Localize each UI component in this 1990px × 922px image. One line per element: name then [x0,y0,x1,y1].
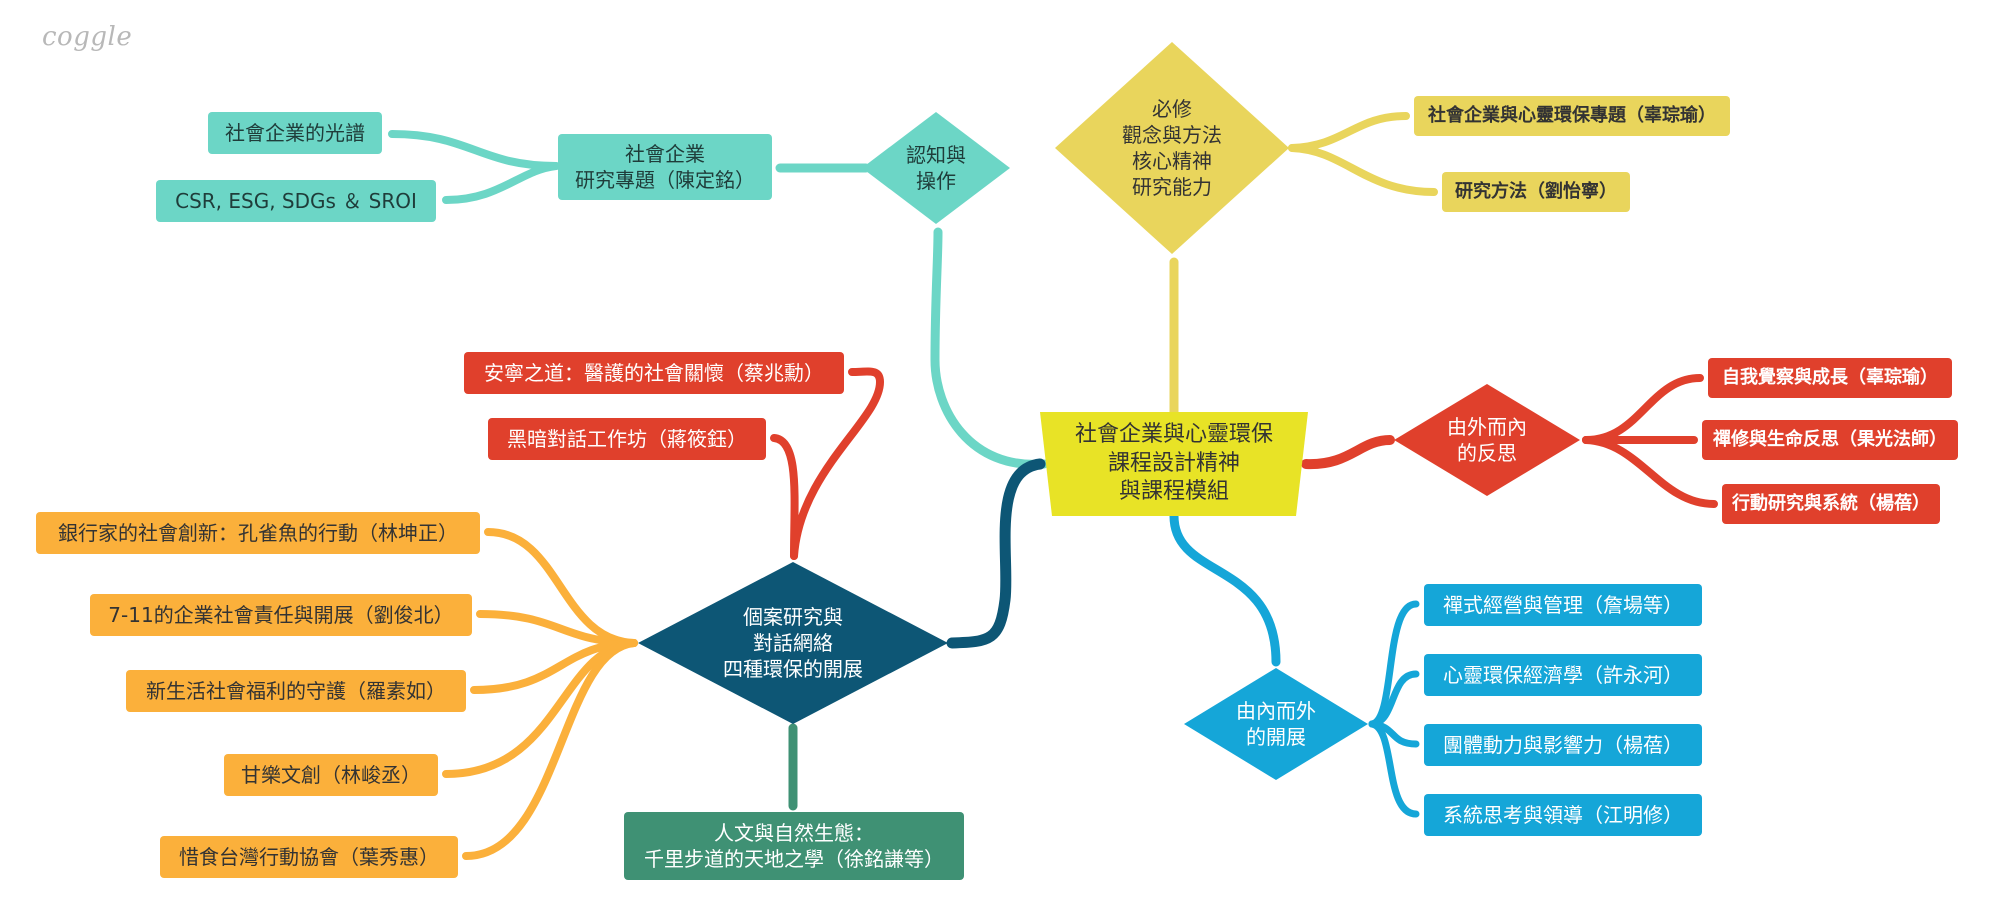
yellow-leaf-method[interactable]: 研究方法（劉怡寧） [1442,172,1630,212]
teal-link-leaf-spectrum [388,130,560,170]
coggle-logo[interactable]: coggle [42,22,133,52]
red-leaf-dark-dialogue[interactable]: 黑暗對話工作坊（蔣筱鈺） [488,418,766,460]
orange-leaf-ganle[interactable]: 甘樂文創（林峻丞） [224,754,438,796]
blue-leaf-economics[interactable]: 心靈環保經濟學（許永河） [1424,654,1702,696]
yellow-link-leaf-method [1288,144,1438,196]
navy-hub-node[interactable]: 個案研究與 對話網絡 四種環保的開展 [638,562,948,724]
red-link-center [1301,435,1395,470]
yellow-hub-node[interactable]: 必修 觀念與方法 核心精神 研究能力 [1055,42,1289,254]
teal-hub-label: 認知與 操作 [906,143,966,193]
yellow-link-leaf-seminar [1288,112,1410,152]
blue-leaf-group-dynamics[interactable]: 團體動力與影響力（楊蓓） [1424,724,1702,766]
red-link-leaf-dark-dialogue [770,434,799,560]
red-link-leaf-hospice [790,367,885,560]
red-leaf-action-research[interactable]: 行動研究與系統（楊蓓） [1722,484,1940,524]
red-hub-shape [1394,384,1580,496]
navy-hub-shape [638,562,948,724]
yellow-leaf-seminar[interactable]: 社會企業與心靈環保專題（辜琮瑜） [1414,96,1730,136]
teal-link-center [930,227,1049,469]
red-leaf-hospice[interactable]: 安寧之道：醫護的社會關懷（蔡兆勳） [464,352,844,394]
blue-hub-label: 由內而外 的開展 [1236,699,1316,749]
green-leaf-trails[interactable]: 人文與自然生態： 千里步道的天地之學（徐銘謙等） [624,812,964,880]
red-hub-label: 由外而內 的反思 [1447,415,1527,465]
red-hub-node[interactable]: 由外而內 的反思 [1394,384,1580,496]
red-leaf-meditation[interactable]: 禪修與生命反思（果光法師） [1702,420,1958,460]
orange-leaf-food-rescue[interactable]: 惜食台灣行動協會（葉秀惠） [160,836,458,878]
blue-link-center [1169,511,1281,667]
orange-link-leaf-3 [470,639,638,694]
navy-link-center [946,458,1046,649]
orange-leaf-banker[interactable]: 銀行家的社會創新：孔雀魚的行動（林坤正） [36,512,480,554]
yellow-hub-shape [1055,42,1289,254]
blue-link-leaf-4 [1368,720,1420,818]
orange-link-leaf-1 [484,528,638,647]
teal-leaf-csr[interactable]: CSR, ESG, SDGs ＆ SROI [156,180,436,222]
teal-project-node[interactable]: 社會企業 研究專題（陳定銘） [558,134,772,200]
teal-hub-shape [862,112,1010,224]
blue-leaf-systems-thinking[interactable]: 系統思考與領導（江明修） [1424,794,1702,836]
orange-link-leaf-2 [476,610,638,647]
blue-leaf-zen-management[interactable]: 禪式經營與管理（詹場等） [1424,584,1702,626]
red-link-leaf-awareness [1582,374,1704,444]
center-node-label: 社會企業與心靈環保 課程設計精神 與課程模組 [1074,422,1273,505]
blue-hub-node[interactable]: 由內而外 的開展 [1184,668,1368,780]
red-link-leaf-action-research [1582,436,1718,508]
orange-leaf-seven-eleven[interactable]: 7-11的企業社會責任與開展（劉俊北） [90,594,472,636]
center-node[interactable]: 社會企業與心靈環保 課程設計精神 與課程模組 [1040,412,1308,516]
teal-hub-node[interactable]: 認知與 操作 [862,112,1010,224]
yellow-hub-label: 必修 觀念與方法 核心精神 研究能力 [1122,97,1222,199]
navy-hub-label: 個案研究與 對話網絡 四種環保的開展 [723,605,863,681]
blue-hub-shape [1184,668,1368,780]
orange-leaf-new-life[interactable]: 新生活社會福利的守護（羅素如） [126,670,466,712]
center-node-shape [1040,412,1308,516]
orange-link-leaf-5 [462,639,638,860]
teal-leaf-spectrum[interactable]: 社會企業的光譜 [208,112,382,154]
blue-link-leaf-1 [1368,600,1420,728]
teal-link-leaf-csr [442,162,560,204]
red-leaf-awareness[interactable]: 自我覺察與成長（辜琮瑜） [1708,358,1952,398]
